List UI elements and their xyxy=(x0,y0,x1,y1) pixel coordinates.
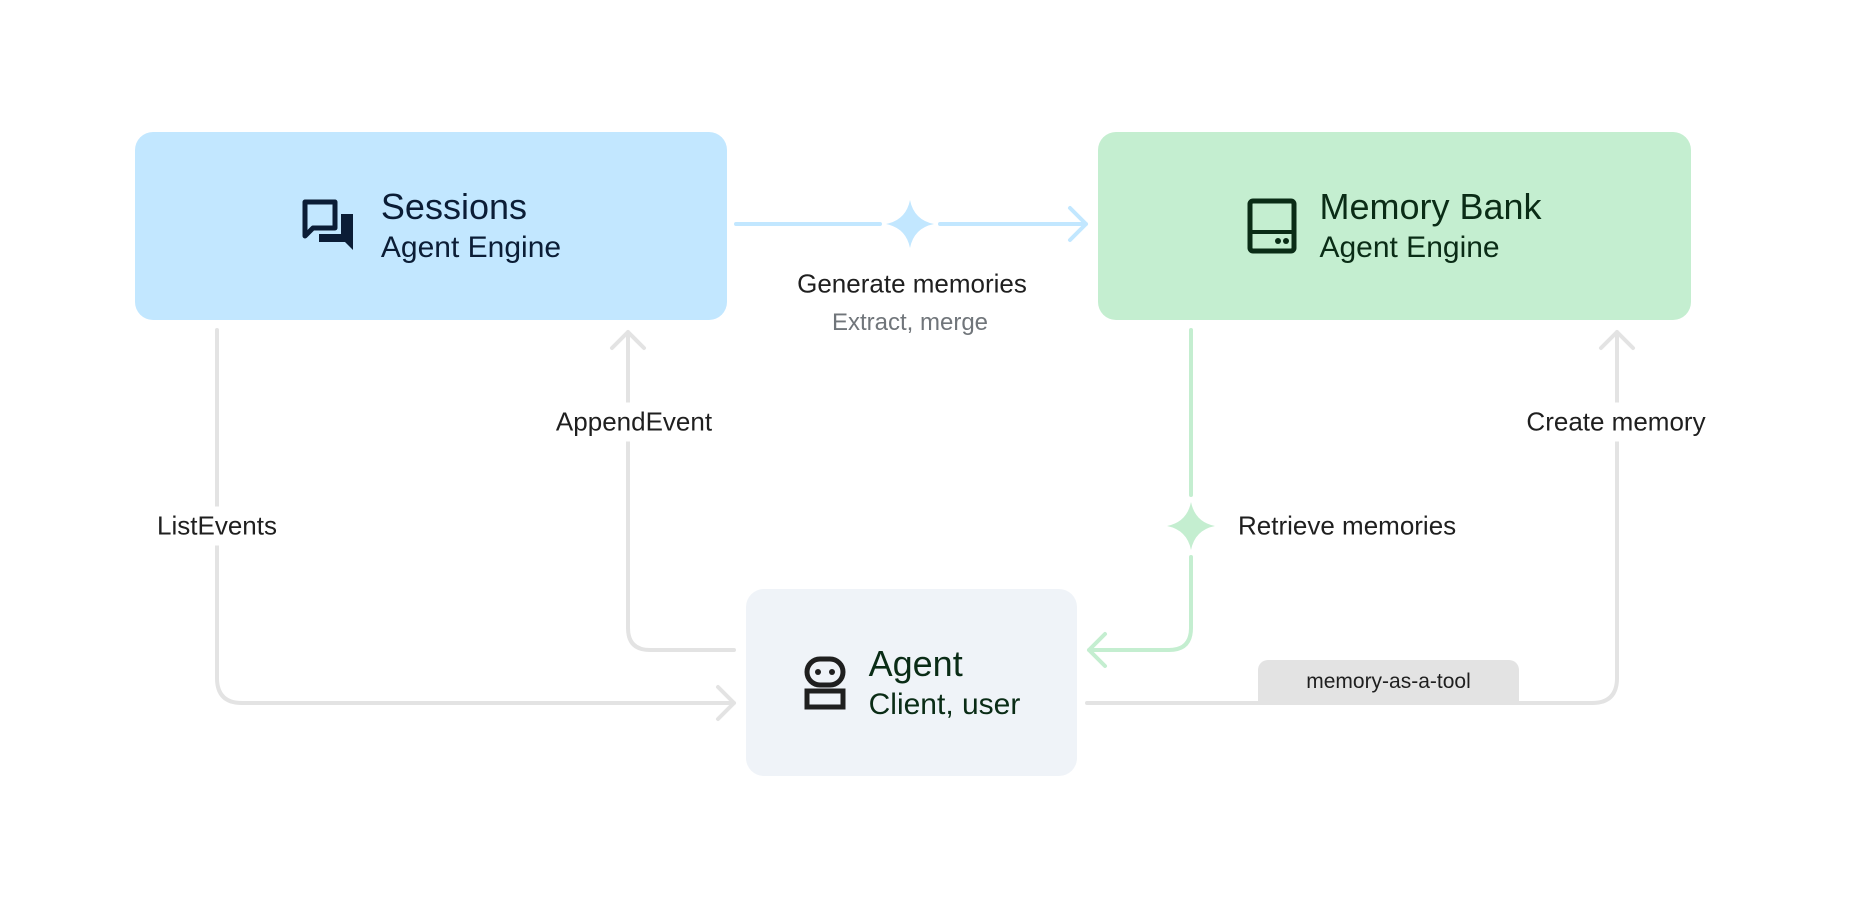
generate-arrow xyxy=(734,206,1088,242)
generate-memories-label: Generate memories xyxy=(797,268,1027,299)
memory-bank-title: Memory Bank xyxy=(1319,186,1542,227)
append-event-arrow xyxy=(610,330,736,652)
list-events-arrow xyxy=(215,328,736,721)
chat-bubbles-icon xyxy=(302,199,353,250)
sparkle-icon xyxy=(1167,502,1215,550)
list-events-label: ListEvents xyxy=(151,506,283,546)
sessions-subtitle: Agent Engine xyxy=(380,231,562,264)
append-event-label: AppendEvent xyxy=(549,402,719,442)
robot-icon xyxy=(804,656,846,709)
agent-node: Agent Client, user xyxy=(746,589,1077,776)
create-memory-arrow xyxy=(1085,330,1635,705)
storage-icon xyxy=(1247,198,1297,254)
agent-title: Agent xyxy=(868,642,963,684)
memory-bank-node: Memory Bank Agent Engine xyxy=(1098,132,1691,320)
sparkle-icon xyxy=(886,200,934,248)
memory-as-a-tool-tag: memory-as-a-tool xyxy=(1258,660,1519,703)
retrieve-memories-label: Retrieve memories xyxy=(1232,506,1463,546)
sessions-title: Sessions xyxy=(380,186,527,227)
generate-memories-sublabel: Extract, merge xyxy=(831,309,989,336)
agent-subtitle: Client, user xyxy=(868,687,1021,721)
retrieve-arrow xyxy=(1087,328,1193,668)
memory-bank-subtitle: Agent Engine xyxy=(1319,231,1500,264)
create-memory-label: Create memory xyxy=(1520,402,1712,442)
sessions-node: Sessions Agent Engine xyxy=(135,132,727,320)
